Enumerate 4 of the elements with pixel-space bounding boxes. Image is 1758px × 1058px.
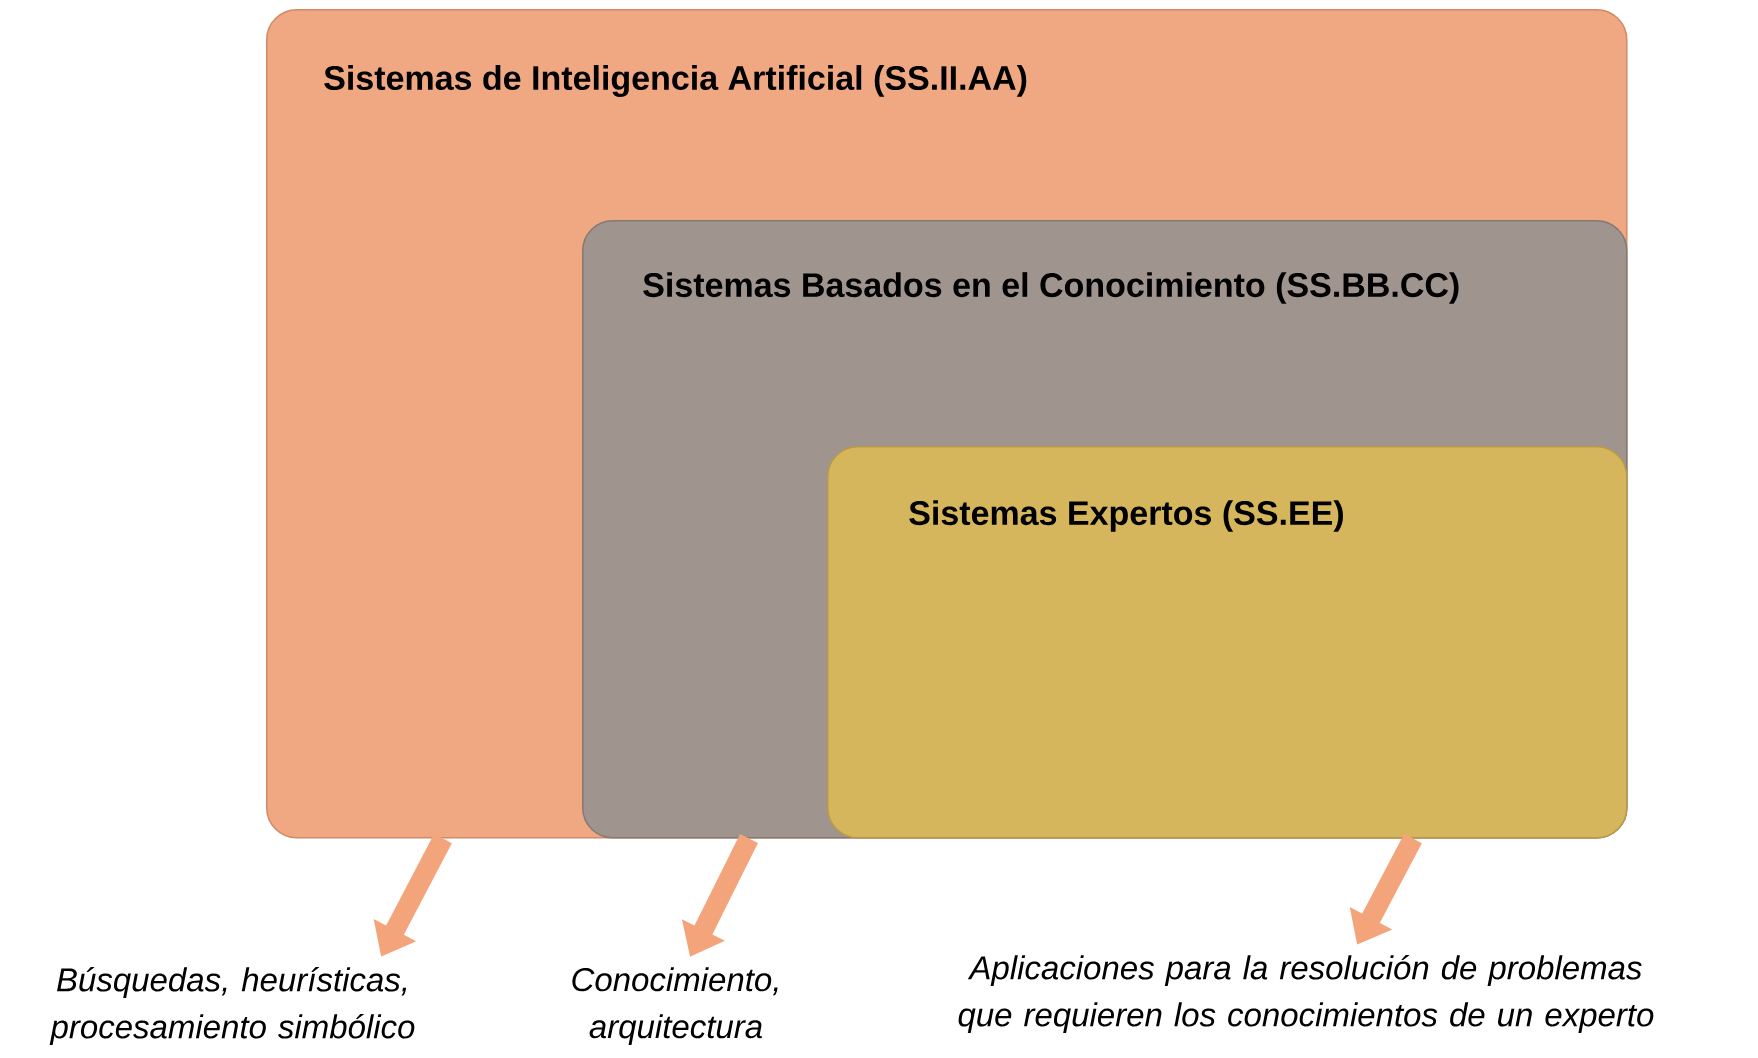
description-text: Aplicaciones para la resolución de problemas que requieren los conocimientos de un experto — [958, 954, 1654, 1034]
description-text: Búsquedas, heurísticas, procesamiento simbólico — [49, 966, 415, 1046]
description-text: Conocimiento, arquitectura — [572, 967, 778, 1045]
nested-box: Sistemas Expertos (SS.EE) — [827, 446, 1628, 839]
